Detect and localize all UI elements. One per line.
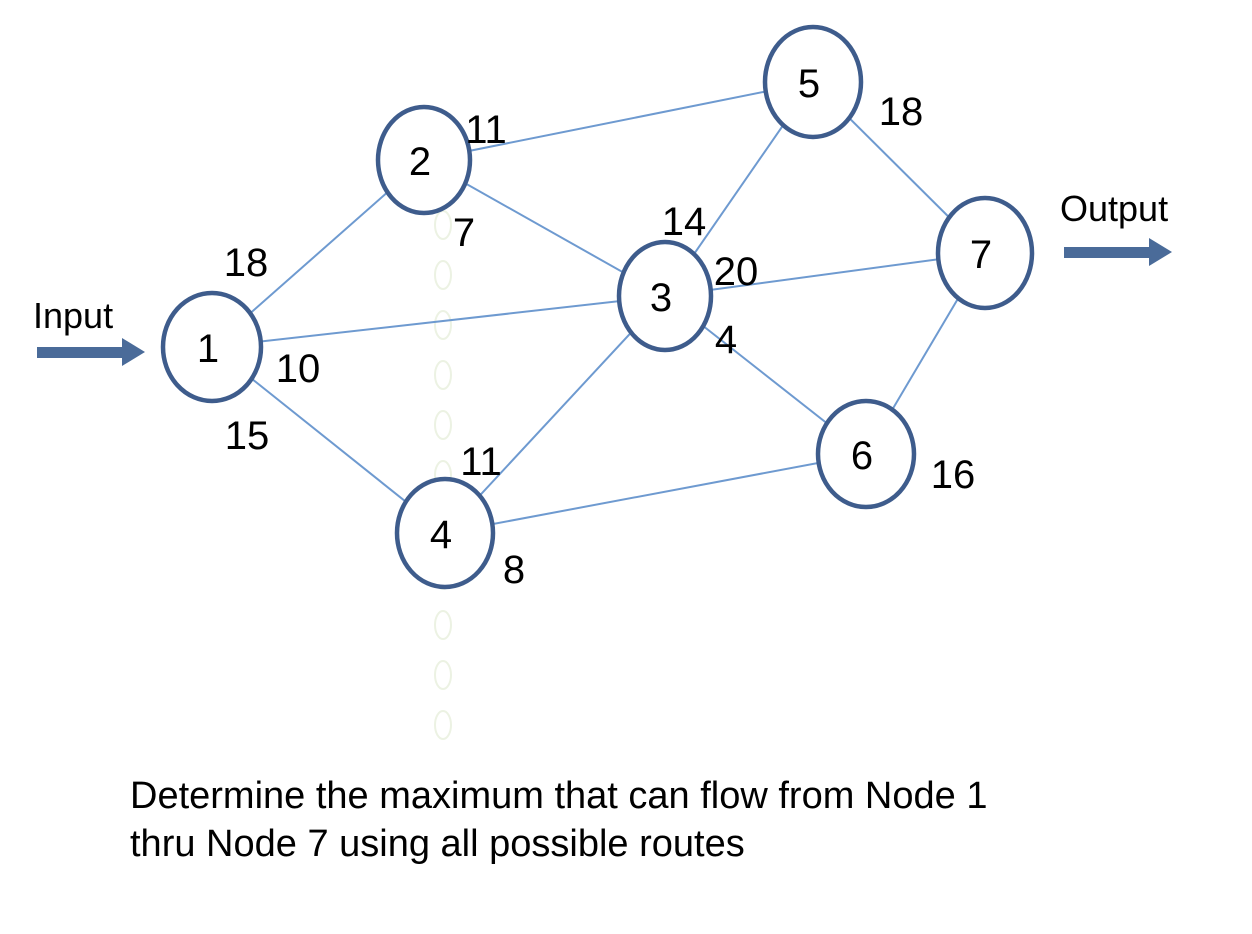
edge-3-7 (664, 252, 986, 297)
ghost-dotted-column (434, 710, 452, 740)
question-line-1: Determine the maximum that can flow from… (130, 775, 988, 817)
edge-3-5-capacity: 14 (662, 200, 707, 244)
edge-3-4-capacity: 11 (460, 440, 502, 484)
input-arrow-shaft (37, 347, 122, 358)
node-6-label: 6 (851, 434, 873, 478)
input-label: Input (33, 295, 114, 336)
edge-5-7-capacity: 18 (879, 90, 924, 134)
node-5-label: 5 (798, 62, 820, 106)
edge-3-7-capacity: 20 (714, 250, 759, 294)
edge-6-7-capacity: 16 (931, 453, 976, 497)
edge-4-6-capacity: 8 (503, 548, 525, 592)
question-text: Determine the maximum that can flow from… (130, 772, 987, 868)
node-3-label: 3 (650, 276, 672, 320)
edge-2-5 (423, 81, 814, 161)
ghost-dotted-column (434, 310, 452, 340)
node-4-circle (394, 476, 496, 590)
node-1-circle (160, 290, 264, 404)
node-3-circle (616, 239, 714, 353)
ghost-dotted-column (434, 610, 452, 640)
ghost-dotted-column (434, 410, 452, 440)
edge-3-6-capacity: 4 (715, 318, 737, 362)
ghost-dotted-column (434, 660, 452, 690)
node-6-circle (815, 398, 917, 510)
output-arrow-shaft (1064, 247, 1149, 258)
ghost-dotted-column (434, 360, 452, 390)
edge-1-2-capacity: 18 (224, 241, 269, 285)
node-4-label: 4 (430, 513, 452, 557)
edge-1-3-capacity: 10 (276, 347, 321, 391)
node-2-label: 2 (409, 140, 431, 184)
edge-4-6 (444, 453, 867, 534)
node-2-circle (375, 104, 473, 216)
node-1-label: 1 (197, 327, 219, 371)
question-line-2: thru Node 7 using all possible routes (130, 823, 745, 865)
edge-3-4 (444, 295, 666, 534)
output-label: Output (1060, 188, 1169, 229)
input-arrow-head (122, 338, 145, 366)
ghost-dotted-column (434, 210, 452, 240)
node-7-label: 7 (970, 233, 992, 277)
edge-1-4-capacity: 15 (225, 414, 270, 458)
output-arrow-icon (1064, 238, 1174, 266)
edge-2-5-capacity: 11 (465, 108, 507, 152)
node-5-circle (762, 24, 864, 140)
output-arrow-head (1149, 238, 1172, 266)
edge-2-3-capacity: 7 (453, 211, 475, 255)
node-7-circle (935, 195, 1035, 311)
edge-1-3 (211, 295, 666, 348)
input-arrow-icon (37, 338, 147, 366)
ghost-dotted-column (434, 260, 452, 290)
